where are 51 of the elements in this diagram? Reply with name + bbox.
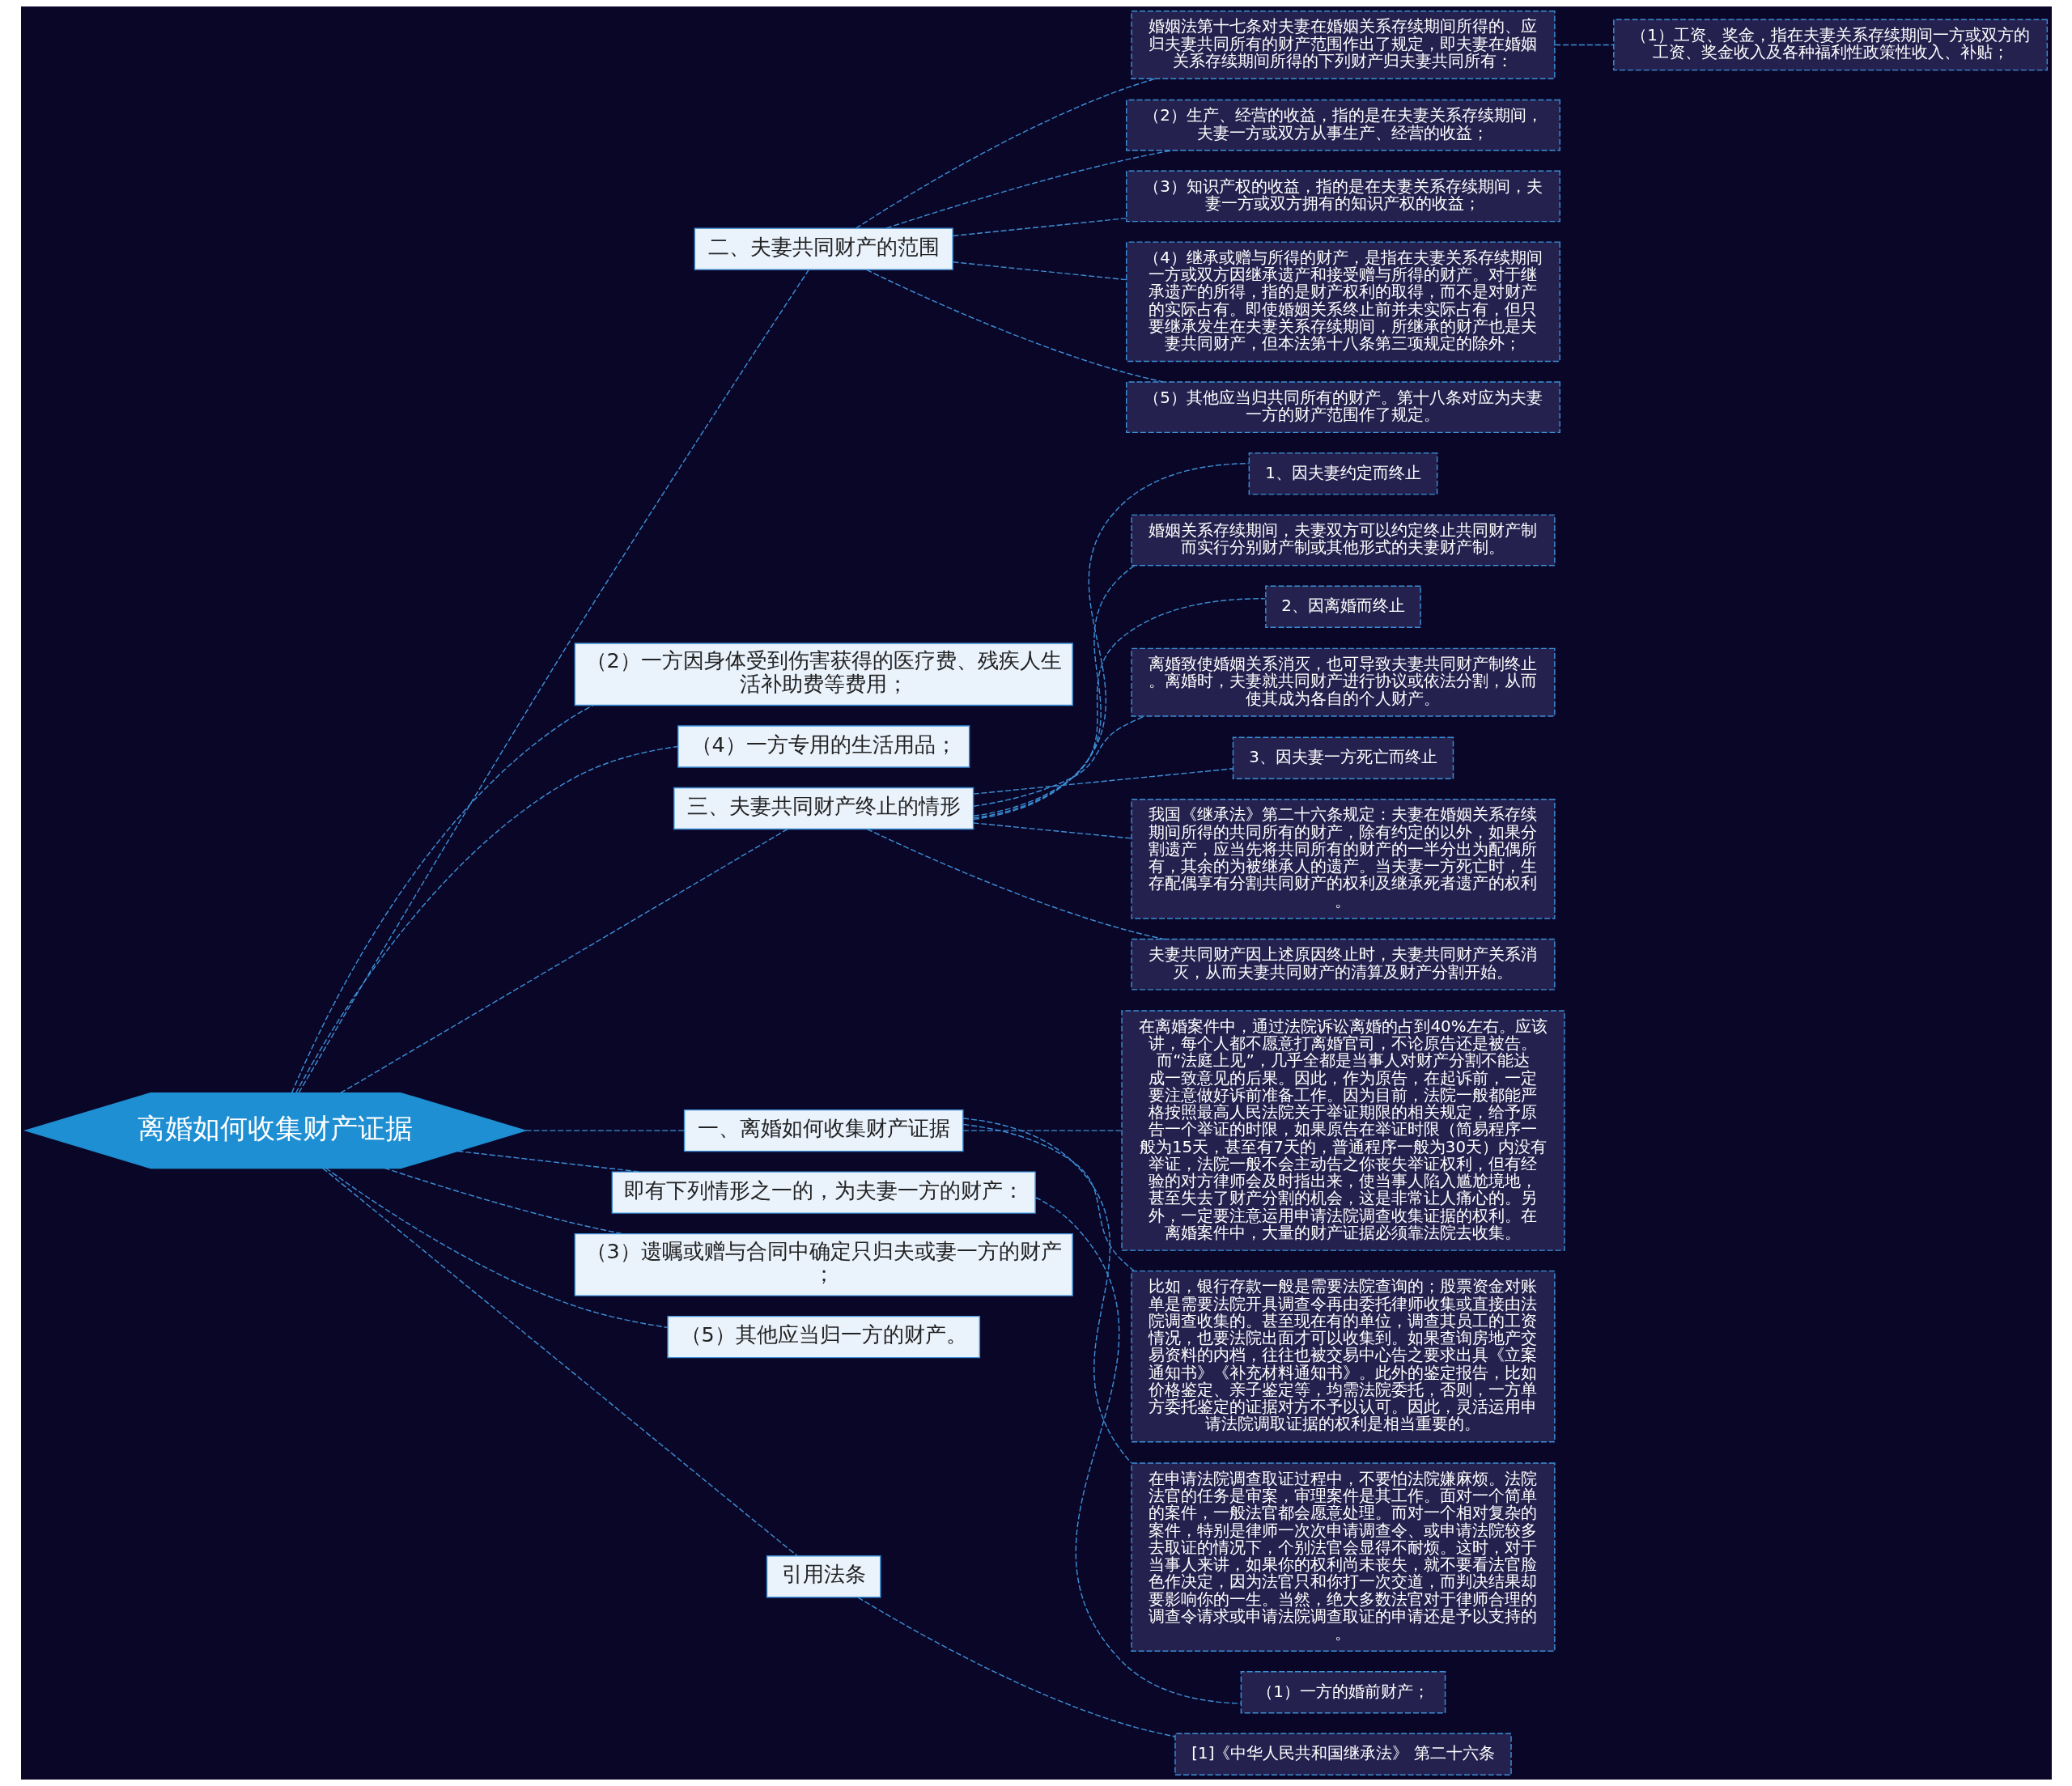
connector	[962, 1130, 1123, 1131]
node-box: 引用法条	[766, 1555, 881, 1598]
node-box: [1]《中华人民共和国继承法》 第二十六条	[1174, 1733, 1512, 1775]
connector	[524, 1130, 685, 1131]
connector	[1553, 44, 1614, 46]
node-box: 我国《继承法》第二十六条规定：夫妻在婚姻关系存续期间所得的共同所有的财产，除有约定的以外，如果分割遗产，应当先将共同所有的财产的一半分出为配偶所有，其余的为被继承人的遗产。当夫妻一方死亡时，生存配偶享有分割共同财产的权利及继承死者遗产的权利。	[1130, 798, 1556, 919]
connector	[972, 463, 1250, 821]
node-box: （4）一方专用的生活用品；	[677, 725, 970, 768]
node-box: 在申请法院调查取证过程中，不要怕法院嫌麻烦。法院法官的任务是审案，审理案件是其工作。面对一个简单的案件，一般法官都会愿意处理。而对一个相对复杂的案件，特别是律师一次次申请调查令、或申请法院较多去取证的情况下，个别法官会显得不耐烦。这时，对于当事人来讲，如果你的权利尚未丧失，就不要看法官脸色作决定，因为法官只和你打一次交道，而判决结果却要影响你的一生。当然，绝大多数法官对于律师合理的调查令请求或申请法院调查取证的申请还是予以支持的。	[1130, 1462, 1556, 1652]
node-box: 二、夫妻共同财产的范围	[694, 227, 953, 270]
connector	[972, 565, 1135, 819]
node-box: 1、因夫妻约定而终止	[1248, 452, 1437, 495]
connector	[456, 1150, 641, 1173]
node-box: （4）继承或赠与所得的财产，是指在夫妻关系存续期间一方或双方因继承遗产和接受赠与所得的财产。对于继承遗产的所得，指的是财产权利的取得，而不是对财产的实际占有。即使婚姻关系终止前并未实际占有，但只要继承发生在夫妻关系存续期间，所继承的财产也是夫妻共同财产，但本法第十八条第三项规定的除外；	[1125, 241, 1560, 363]
node-box: 2、因离婚而终止	[1264, 585, 1421, 628]
node-box: 婚姻法第十七条对夫妻在婚姻关系存续期间所得的、应归夫妻共同所有的财产范围作出了规定，即夫妻在婚姻关系存续期间所得的下列财产归夫妻共同所有：	[1130, 11, 1556, 79]
node-box: （1）工资、奖金，指在夫妻关系存续期间一方或双方的工资、奖金收入及各种福利性政策性收入、补贴；	[1612, 19, 2048, 71]
connector	[952, 217, 1127, 237]
node-box: 在离婚案件中，通过法院诉讼离婚的占到40%左右。应该讲，每个人都不愿意打离婚官司，不论原告还是被告。而“法庭上见”，几乎全都是当事人对财产分割不能达成一致意见的后果。因此，作为原告，在起诉前，一定要注意做好诉前准备工作。因为目前，法院一般都能严格按照最高人民法院关于举证期限的相关规定，给予原告一个举证的时限，如果原告在举证时限（简易程序一般为15天，甚至有7天的，普通程序一般为30天）内没有举证，法院一般不会主动告之你丧失举证权利，但有经验的对方律师会及时指出来，使当事人陷入尴尬境地，甚至失去了财产分割的机会，这是非常让人痛心的。另外，一定要注意运用申请法院调查收集证据的权利。在离婚案件中，大量的财产证据必须靠法院去收集。	[1120, 1010, 1565, 1251]
node-box: 即有下列情形之一的，为夫妻一方的财产：	[611, 1171, 1036, 1214]
node-box: （5）其他应当归一方的财产。	[666, 1315, 980, 1359]
node-box: 夫妻共同财产因上述原因终止时，夫妻共同财产关系消灭，从而夫妻共同财产的清算及财产分割开始。	[1130, 938, 1556, 991]
connector	[383, 1167, 622, 1235]
node-box: （2）生产、经营的收益，指的是在夫妻关系存续期间，夫妻一方或双方从事生产、经营的收益；	[1125, 99, 1560, 151]
connector	[972, 768, 1233, 795]
connector	[962, 1123, 1135, 1272]
node-box: 比如，银行存款一般是需要法院查询的；股票资金对账单是需要法院开具调查令再由委托律师收集或直接由法院调查收集的。甚至现在有的单位，调查其员工的工资情况，也要法院出面才可以收集到。如果查询房地产交易资料的内档，往往也被交易中心告之要求出具《立案通知书》《补充材料通知书》。此外的鉴定报告，比如价格鉴定、亲子鉴定等，均需法院委托，否则，一方单方委托鉴定的证据对方不予以认可。因此，灵活运用申请法院调取证据的权利是相当重要的。	[1130, 1270, 1556, 1443]
node-box: 离婚致使婚姻关系消灭，也可导致夫妻共同财产制终止。离婚时，夫妻就共同财产进行协议或依法分割，从而使其成为各自的个人财产。	[1130, 647, 1556, 717]
connector	[297, 269, 809, 1094]
connector	[339, 828, 788, 1094]
node-box: 婚姻关系存续期间，夫妻双方可以约定终止共同财产制而实行分别财产制或其他形式的夫妻财产制。	[1130, 514, 1556, 566]
connector	[972, 822, 1132, 839]
connector	[857, 1597, 1176, 1737]
connector	[962, 1118, 1132, 1464]
connector	[295, 745, 678, 1094]
node-box: （3）知识产权的收益，指的是在夫妻关系存续期间，夫妻一方或双方拥有的知识产权的收益；	[1125, 170, 1560, 223]
node-box: 一、离婚如何收集财产证据	[683, 1109, 964, 1152]
connector	[972, 715, 1144, 807]
connector	[952, 261, 1127, 281]
node-box: （3）遗嘱或赠与合同中确定只归夫或妻一方的财产；	[574, 1232, 1073, 1296]
connector	[321, 1167, 797, 1557]
connector	[291, 704, 594, 1094]
node-box: （5）其他应当归共同所有的财产。第十八条对应为夫妻一方的财产范围作了规定。	[1125, 381, 1560, 434]
connector	[1034, 1197, 1241, 1704]
connector	[325, 1167, 669, 1329]
connector	[855, 78, 1156, 229]
node-box: 三、夫妻共同财产终止的情形	[673, 787, 974, 830]
node-box: （2）一方因身体受到伤害获得的医疗费、残疾人生活补助费等费用；	[574, 643, 1073, 706]
connector	[972, 598, 1266, 817]
node-box: 3、因夫妻一方死亡而终止	[1232, 736, 1454, 779]
node-box: （1）一方的婚前财产；	[1240, 1671, 1446, 1714]
